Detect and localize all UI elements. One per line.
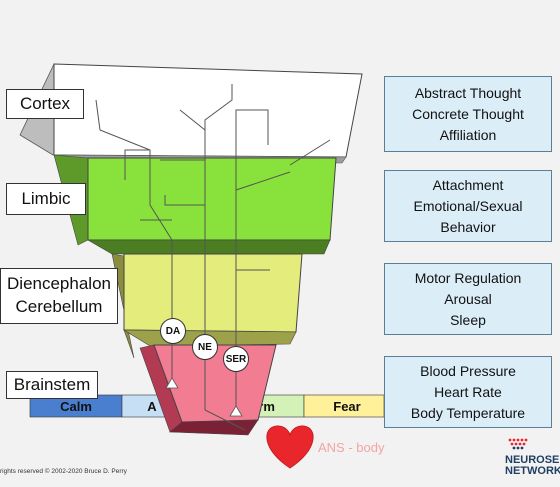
heart-icon bbox=[266, 425, 314, 469]
function-box-diencephalon: Motor Regulation Arousal Sleep bbox=[384, 263, 552, 335]
function-line: Abstract Thought bbox=[414, 84, 522, 101]
copyright-notice: rights reserved © 2002-2020 Bruce D. Per… bbox=[0, 468, 127, 475]
tract-terminal-da bbox=[165, 377, 179, 389]
state-label-alert: A bbox=[147, 399, 157, 414]
logo-line-2: NETWORK bbox=[505, 465, 560, 477]
state-label-fear: Fear bbox=[333, 399, 360, 414]
function-box-brainstem: Blood Pressure Heart Rate Body Temperatu… bbox=[384, 356, 552, 428]
region-label-cortex: Cortex bbox=[6, 89, 84, 119]
logo-line-1: NEUROSE bbox=[505, 454, 560, 466]
function-box-limbic: Attachment Emotional/Sexual Behavior bbox=[384, 170, 552, 242]
function-line: Behavior bbox=[440, 218, 496, 235]
function-box-cortex: Abstract Thought Concrete Thought Affili… bbox=[384, 76, 552, 152]
logo-wordmark: NEUROSE NETWORK bbox=[505, 455, 560, 477]
function-line: Attachment bbox=[432, 176, 504, 193]
neurotransmitter-ser: SER bbox=[223, 346, 249, 372]
neurotransmitter-ne: NE bbox=[192, 334, 218, 360]
function-line: Sleep bbox=[450, 311, 486, 328]
function-line: Arousal bbox=[444, 290, 492, 307]
region-label-brainstem: Brainstem bbox=[6, 371, 98, 399]
neural-tracts bbox=[95, 84, 331, 431]
region-label-limbic: Limbic bbox=[6, 183, 86, 215]
region-label-diencephalon: Diencephalon Cerebellum bbox=[0, 268, 118, 324]
ans-body-label: ANS - body bbox=[318, 440, 385, 455]
function-line: Heart Rate bbox=[434, 383, 502, 400]
function-line: Concrete Thought bbox=[412, 105, 524, 122]
tract-terminal-ser bbox=[229, 405, 243, 417]
function-line: Emotional/Sexual bbox=[413, 197, 523, 214]
function-line: Motor Regulation bbox=[414, 269, 522, 286]
function-line: Blood Pressure bbox=[420, 362, 516, 379]
neurotransmitter-da: DA bbox=[160, 318, 186, 344]
logo-dots-icon bbox=[508, 438, 528, 450]
function-line: Affiliation bbox=[439, 126, 497, 143]
function-line: Body Temperature bbox=[410, 404, 526, 421]
state-label-calm: Calm bbox=[60, 399, 92, 414]
